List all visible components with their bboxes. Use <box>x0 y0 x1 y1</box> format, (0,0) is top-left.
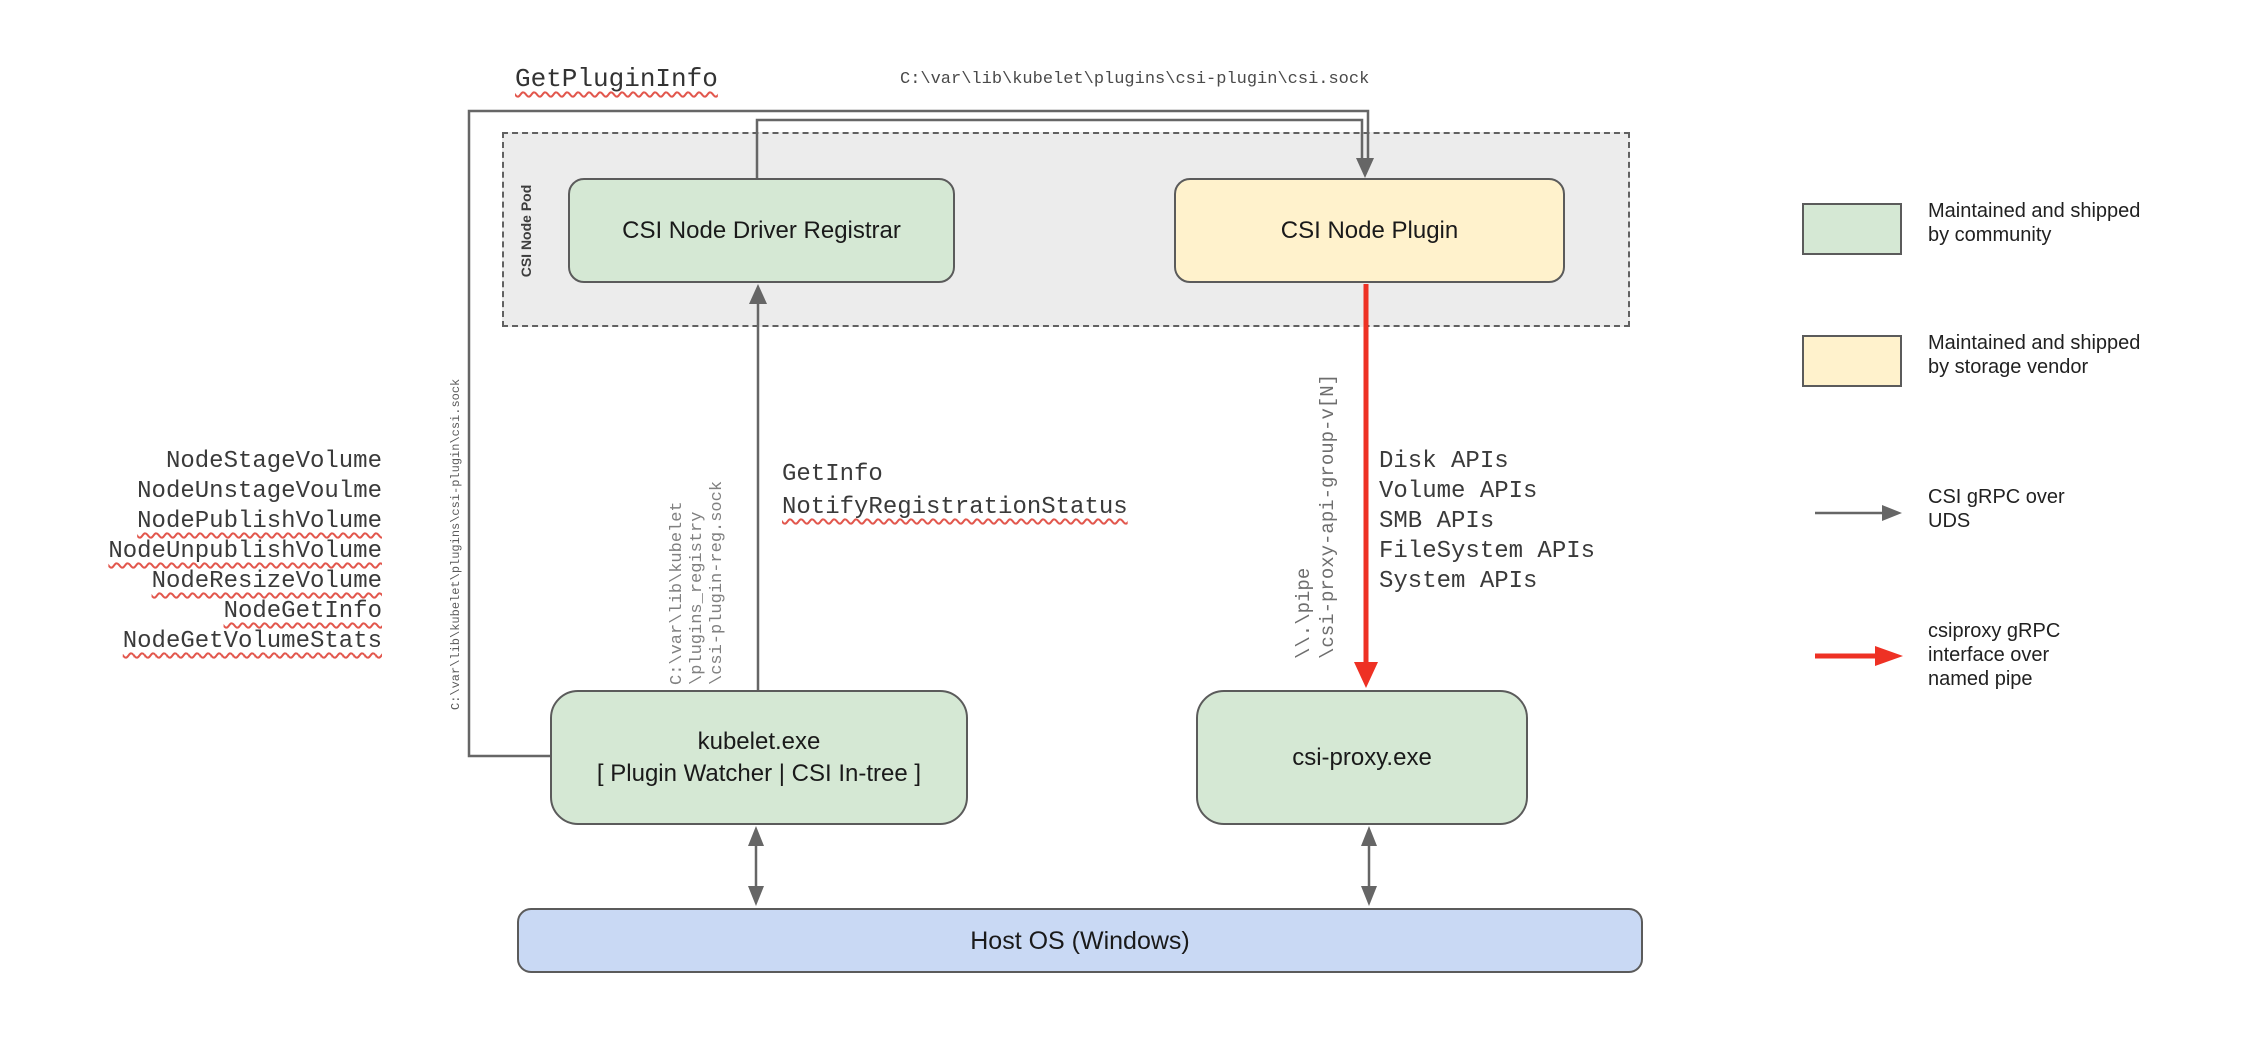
named-pipe-path-label: \\.\pipe \csi-proxy-api-group-v[N] <box>1293 373 1339 659</box>
host-os-label: Host OS (Windows) <box>970 926 1190 955</box>
legend-vendor-swatch <box>1802 335 1902 387</box>
node-call-item: NodeResizeVolume <box>151 568 382 595</box>
csiproxy-hostos-down-arrowhead <box>1361 886 1377 906</box>
api-group-item: FileSystem APIs <box>1379 538 1596 565</box>
csi-node-driver-registrar-label: CSI Node Driver Registrar <box>622 216 901 244</box>
host-os-box: Host OS (Windows) <box>517 908 1643 973</box>
csi-node-plugin-box: CSI Node Plugin <box>1174 178 1565 283</box>
csi-node-pod-label: CSI Node Pod <box>518 184 534 278</box>
node-call-item: NodeGetVolumeStats <box>122 628 382 655</box>
csi-sock-path-left-label: C:\var\lib\kubelet\plugins\csi-plugin\cs… <box>449 378 463 710</box>
legend-community-label: Maintained and shipped by community <box>1928 200 2141 246</box>
csi-node-driver-registrar-box: CSI Node Driver Registrar <box>568 178 955 283</box>
node-call-item: NodeStageVolume <box>165 448 382 475</box>
node-call-item: NodeUnstageVoulme <box>137 478 382 505</box>
kubelet-hostos-up-arrowhead <box>748 826 764 846</box>
notify-registration-status-label: NotifyRegistrationStatus <box>782 494 1128 521</box>
legend-pipe-label: csiproxy gRPC interface over named pipe <box>1928 620 2061 690</box>
csi-node-plugin-label: CSI Node Plugin <box>1280 216 1459 244</box>
api-group-item: Volume APIs <box>1379 478 1538 505</box>
legend-vendor-label: Maintained and shipped by storage vendor <box>1928 332 2141 378</box>
node-call-item: NodePublishVolume <box>137 508 382 535</box>
csi-proxy-label: csi-proxy.exe <box>1292 743 1432 771</box>
csi-sock-path-top-label: C:\var\lib\kubelet\plugins\csi-plugin\cs… <box>900 70 1370 89</box>
csiproxy-hostos-up-arrowhead <box>1361 826 1377 846</box>
kubelet-box: kubelet.exe [ Plugin Watcher | CSI In-tr… <box>550 690 968 825</box>
node-call-item: NodeGetInfo <box>223 598 382 625</box>
api-group-item: SMB APIs <box>1379 508 1495 535</box>
api-group-item: System APIs <box>1379 568 1538 595</box>
get-plugin-info-label: GetPluginInfo <box>515 64 718 94</box>
registration-sock-path-label: C:\var\lib\kubelet \plugins_registry \cs… <box>668 480 727 685</box>
node-call-item: NodeUnpublishVolume <box>108 538 382 565</box>
kubelet-label: kubelet.exe [ Plugin Watcher | CSI In-tr… <box>596 727 922 787</box>
legend-uds-label: CSI gRPC over UDS <box>1928 486 2065 532</box>
legend: Maintained and shipped by community Main… <box>1790 190 2210 700</box>
csiproxy-red-arrowhead <box>1354 662 1378 688</box>
api-group-item: Disk APIs <box>1379 448 1509 475</box>
kubelet-hostos-down-arrowhead <box>748 886 764 906</box>
csi-proxy-box: csi-proxy.exe <box>1196 690 1528 825</box>
get-info-label: GetInfo <box>782 461 883 488</box>
legend-community-swatch <box>1802 203 1902 255</box>
